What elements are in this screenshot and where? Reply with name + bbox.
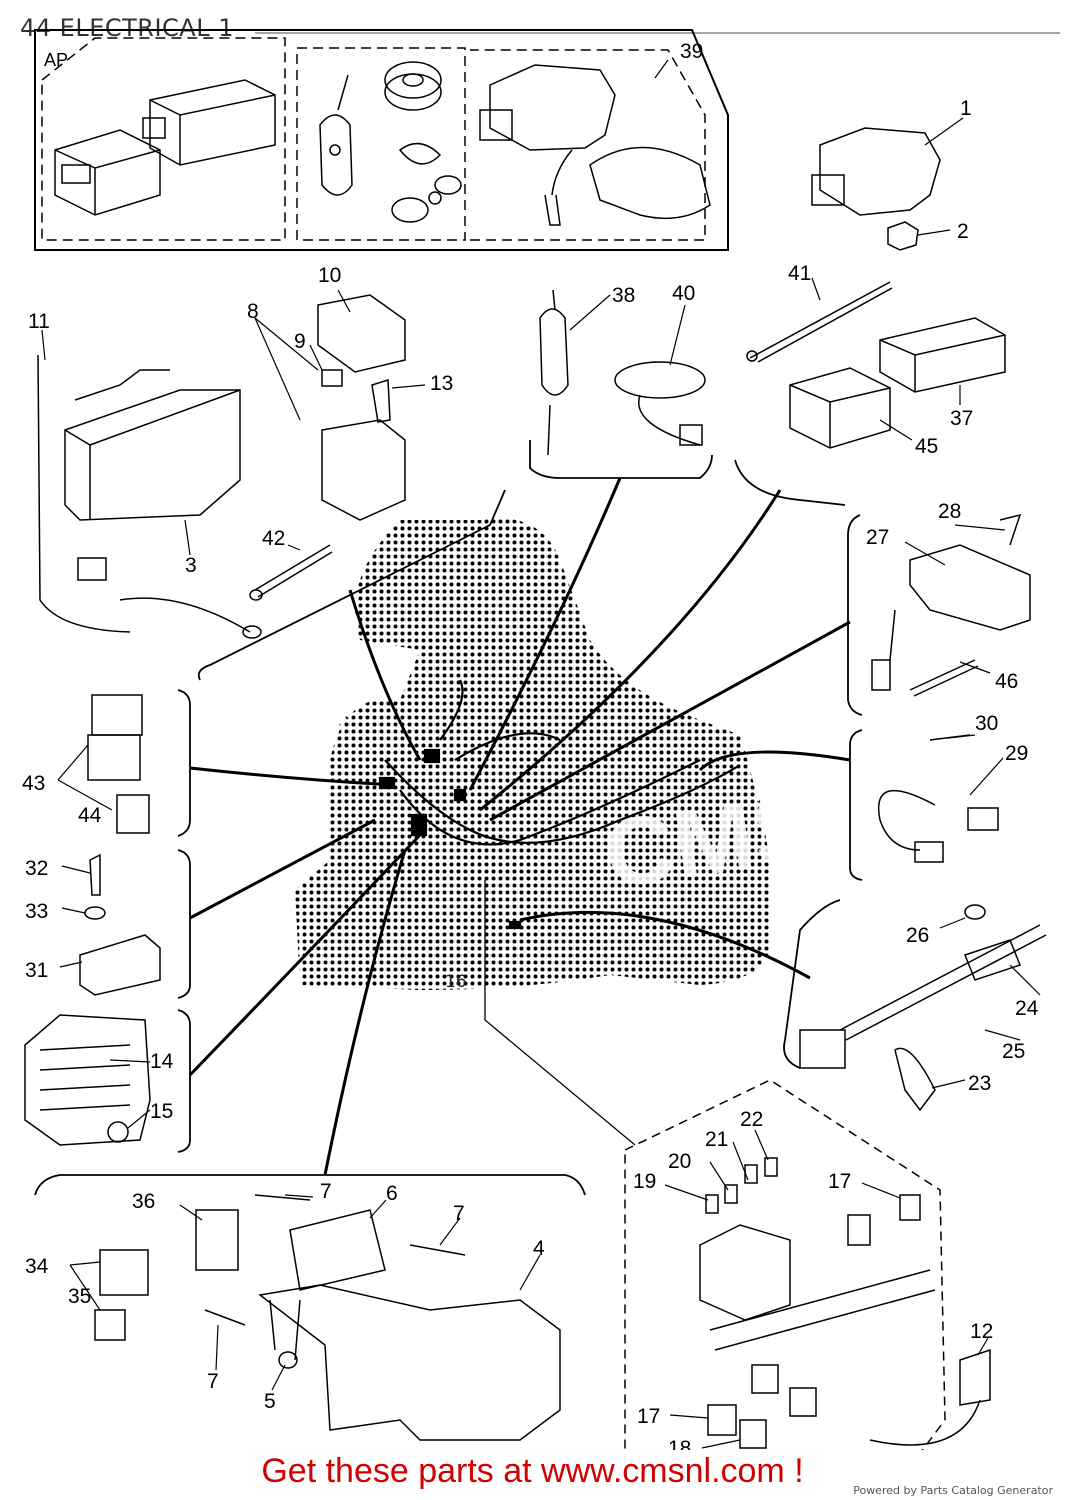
part-number-labels: 1 2 3 4 5 6 7 7 7 8 9 10 11 12 13 14 15 … <box>22 40 1039 1450</box>
part-label-9: 9 <box>294 330 306 353</box>
part-key <box>539 289 569 456</box>
part-label-38: 38 <box>612 284 635 307</box>
part-label-41: 41 <box>788 262 811 285</box>
motorcycle-silhouette: 16 CMS <box>295 518 824 992</box>
ap-group-label: AP <box>44 50 68 70</box>
ap-kit-frame <box>34 29 729 251</box>
part-label-17b: 17 <box>637 1405 660 1428</box>
part-label-39: 39 <box>680 40 703 63</box>
center-part-label: 16 <box>445 972 467 992</box>
part-label-26: 26 <box>906 924 929 947</box>
part-label-22: 22 <box>740 1108 763 1131</box>
ap-immobilizer-unit <box>54 129 161 216</box>
part-regulator-bracket <box>871 513 1031 697</box>
part-label-1: 1 <box>960 97 972 120</box>
part-label-10: 10 <box>318 264 341 287</box>
part-horn <box>614 361 706 446</box>
part-label-13: 13 <box>430 372 453 395</box>
part-label-42: 42 <box>262 527 285 550</box>
powered-by-text: Powered by Parts Catalog Generator <box>853 1484 1053 1497</box>
part-ground-lead <box>249 544 333 601</box>
part-sensor <box>878 734 999 863</box>
part-nut <box>887 221 919 251</box>
part-label-37: 37 <box>950 407 973 430</box>
part-label-28: 28 <box>938 500 961 523</box>
part-label-7c: 7 <box>207 1370 219 1393</box>
part-label-2: 2 <box>957 220 969 243</box>
part-label-12: 12 <box>970 1320 993 1343</box>
part-label-7b: 7 <box>453 1202 465 1225</box>
part-label-34: 34 <box>25 1255 49 1278</box>
part-relay-unit <box>87 694 150 834</box>
part-label-27: 27 <box>866 526 889 549</box>
part-label-8: 8 <box>247 300 259 323</box>
part-label-19: 19 <box>633 1170 656 1193</box>
wire-harness <box>378 679 741 930</box>
part-label-15: 15 <box>150 1100 173 1123</box>
callout-leaders <box>41 59 1041 1449</box>
ap-key <box>319 74 353 196</box>
part-fuse-box <box>699 1157 991 1449</box>
part-cable-tie <box>746 281 893 363</box>
part-battery <box>37 354 262 639</box>
part-label-21: 21 <box>705 1128 728 1151</box>
part-label-6: 6 <box>386 1182 398 1205</box>
part-sensor-bracket <box>79 853 161 996</box>
part-label-32: 32 <box>25 857 48 880</box>
part-frame-bracket <box>94 1194 561 1441</box>
part-label-20: 20 <box>668 1150 691 1173</box>
part-label-36: 36 <box>132 1190 155 1213</box>
group-frames <box>34 440 946 1450</box>
part-label-46: 46 <box>995 670 1018 693</box>
part-label-33: 33 <box>25 900 48 923</box>
part-ecu-unit <box>879 317 1006 393</box>
part-label-3: 3 <box>185 554 197 577</box>
ap-ignition-switch <box>384 61 462 223</box>
part-label-45: 45 <box>915 435 938 458</box>
part-speed-sensor-lead <box>799 904 1047 1112</box>
ap-ecu-unit <box>142 79 276 166</box>
part-label-30: 30 <box>975 712 998 735</box>
part-label-35: 35 <box>68 1285 91 1308</box>
part-label-18: 18 <box>668 1437 691 1450</box>
ap-ecu-bracket <box>479 64 711 226</box>
part-label-17a: 17 <box>828 1170 851 1193</box>
part-label-4: 4 <box>533 1237 545 1260</box>
part-label-44: 44 <box>78 804 102 827</box>
part-label-14: 14 <box>150 1050 174 1073</box>
part-label-24: 24 <box>1015 997 1039 1020</box>
part-starter-relay <box>317 294 406 521</box>
leader-lines <box>188 477 851 1176</box>
part-label-25: 25 <box>1002 1040 1025 1063</box>
part-label-43: 43 <box>22 772 45 795</box>
part-label-31: 31 <box>25 959 48 982</box>
part-ecu <box>811 127 941 216</box>
part-label-29: 29 <box>1005 742 1028 765</box>
part-immobilizer-unit <box>789 367 891 449</box>
fuse-leader <box>484 880 636 1146</box>
part-label-5: 5 <box>264 1390 276 1413</box>
part-rectifier-regulator <box>24 1014 151 1146</box>
part-label-23: 23 <box>968 1072 991 1095</box>
part-label-7a: 7 <box>320 1180 332 1203</box>
part-label-11: 11 <box>28 310 50 333</box>
part-label-40: 40 <box>672 282 695 305</box>
exploded-parts-diagram: AP <box>22 29 1060 1450</box>
footer-link[interactable]: Get these parts at www.cmsnl.com ! <box>261 1452 804 1490</box>
